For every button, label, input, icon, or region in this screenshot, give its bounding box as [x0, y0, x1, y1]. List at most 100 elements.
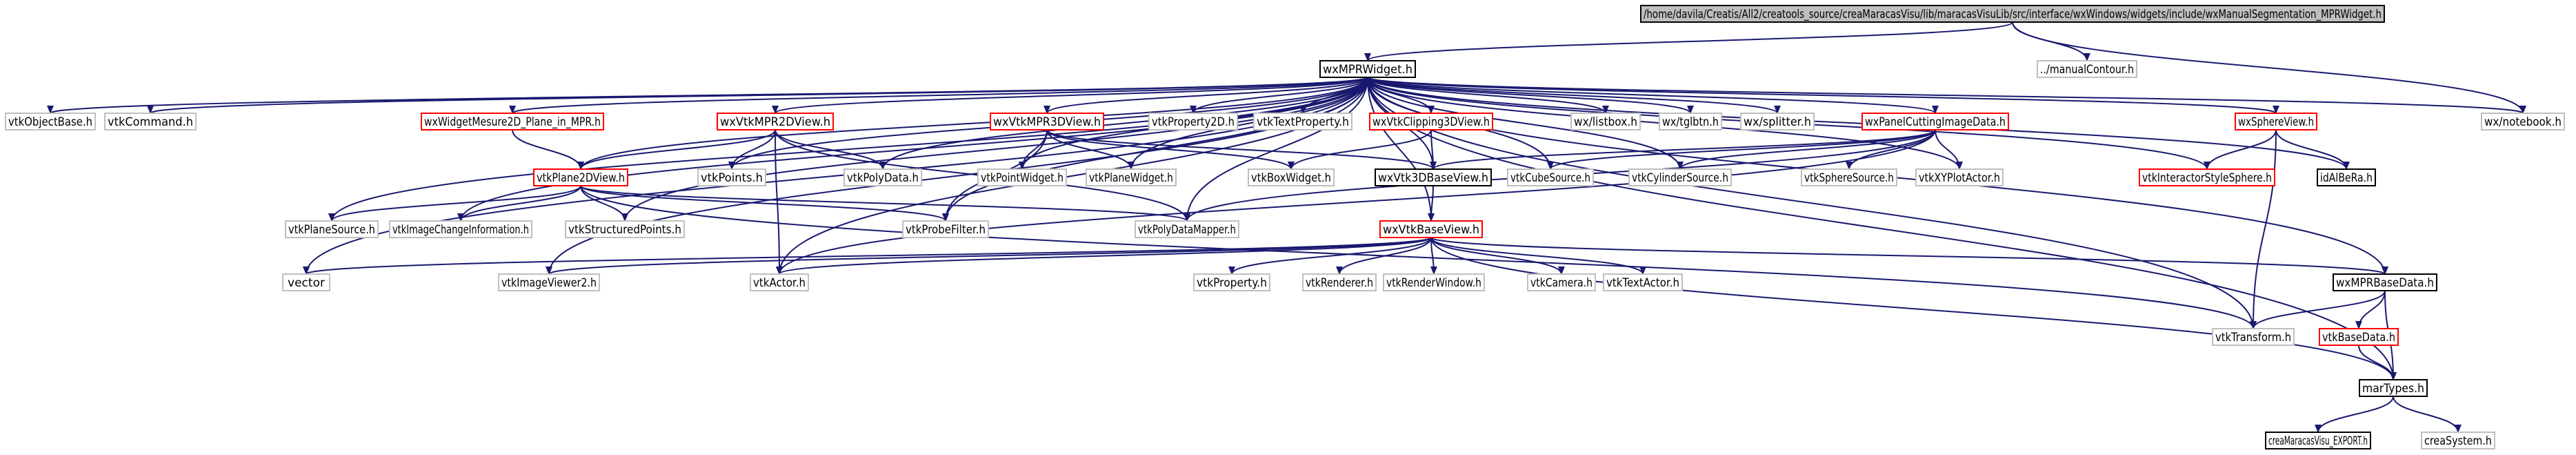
- node-points: vtkPoints.h: [697, 168, 766, 186]
- node-basedata[interactable]: vtkBaseData.h: [2319, 328, 2399, 346]
- node-property: vtkProperty.h: [1193, 273, 1270, 291]
- node-box: [1507, 168, 1594, 186]
- edge-mpr2d-to-polydata: [775, 129, 886, 170]
- node-label: wx/notebook.h: [2484, 115, 2562, 129]
- node-label: creaSystem.h: [2424, 434, 2492, 448]
- edge-mpr-to-splitter: [1367, 77, 1781, 114]
- edge-mesure-to-plane2d: [512, 129, 584, 170]
- node-box: [2139, 168, 2275, 186]
- node-label: vtkObjectBase.h: [8, 115, 92, 129]
- node-box: [2235, 113, 2317, 130]
- node-manual: ../manualContour.h: [2037, 60, 2137, 78]
- node-cutting[interactable]: wxPanelCuttingImageData.h: [1861, 113, 2009, 130]
- node-box: [1659, 113, 1722, 130]
- node-clip3d[interactable]: wxVtkClipping3DView.h: [1369, 113, 1493, 130]
- edge-mpr3d-to-base3d: [1046, 129, 1437, 170]
- edge-mpr3d-to-planewidget: [1046, 129, 1135, 170]
- node-label: wxVtk3DBaseView.h: [1378, 171, 1488, 185]
- edge-baseview-to-renderer: [1336, 237, 1432, 275]
- edge-mpr-to-notebook: [1367, 77, 2526, 114]
- node-label: wxVtkBaseView.h: [1383, 223, 1479, 237]
- node-box: [1915, 168, 2004, 186]
- node-mpr[interactable]: wxMPRWidget.h: [1319, 60, 1416, 78]
- node-label: /home/davila/Creatis/All2/creatools_sour…: [1644, 8, 2382, 21]
- node-label: vtkPointWidget.h: [981, 171, 1064, 185]
- node-mprbase[interactable]: wxMPRBaseData.h: [2333, 273, 2437, 291]
- node-root[interactable]: /home/davila/Creatis/All2/creatools_sour…: [1640, 5, 2385, 23]
- edge-plane2d-to-imgchange: [457, 185, 581, 222]
- node-box: [843, 168, 922, 186]
- edge-sphereview-to-interstyle: [2204, 129, 2277, 170]
- node-label: vtkProbeFilter.h: [906, 223, 986, 237]
- node-mpr2d[interactable]: wxVtkMPR2DView.h: [717, 113, 834, 130]
- edge-mpr-to-cylsrc: [1367, 77, 1684, 170]
- node-label: vtkPoints.h: [701, 171, 763, 185]
- node-mpr3d[interactable]: wxVtkMPR3DView.h: [990, 113, 1104, 130]
- node-box: [1383, 273, 1485, 291]
- edge-mpr-to-structpts: [621, 77, 1368, 222]
- node-label: vtkStructuredPoints.h: [568, 223, 681, 237]
- edge-baseview-to-martypes: [1430, 237, 2397, 380]
- node-label: idAlBeRa.h: [2320, 171, 2373, 185]
- node-box: [1603, 273, 1683, 291]
- node-label: wxVtkMPR2DView.h: [720, 115, 830, 129]
- node-box: [1193, 273, 1270, 291]
- edge-cutting-to-xyplot: [1935, 129, 1963, 170]
- edge-plane2d-to-structpts: [580, 185, 628, 222]
- node-sphereview[interactable]: wxSphereView.h: [2235, 113, 2317, 130]
- node-planesrc: vtkPlaneSource.h: [285, 220, 379, 238]
- edge-mpr3d-to-boxwidget: [1046, 129, 1295, 170]
- edge-plane2d-to-probe: [580, 185, 949, 222]
- node-idalbera[interactable]: idAlBeRa.h: [2317, 168, 2376, 186]
- node-label: wxVtkClipping3DView.h: [1372, 115, 1490, 129]
- node-spheresrc: vtkSphereSource.h: [1801, 168, 1897, 186]
- edge-mpr-to-mapper: [1184, 77, 1368, 222]
- nodes-layer: /home/davila/Creatis/All2/creatools_sour…: [5, 5, 2565, 449]
- node-label: creaMaracasVisu_EXPORT.h: [2268, 434, 2368, 448]
- node-label: vtkImageViewer2.h: [501, 276, 597, 290]
- node-box: [717, 113, 834, 130]
- edge-root-to-notebook: [2012, 21, 2526, 114]
- node-pointwidget: vtkPointWidget.h: [977, 168, 1067, 186]
- node-label: vtkCylinderSource.h: [1632, 171, 1728, 185]
- node-box: [104, 113, 197, 130]
- node-box: [282, 273, 330, 291]
- edge-mpr-to-imgchange: [457, 77, 1368, 222]
- edge-cutting-to-cylsrc: [1677, 129, 1936, 170]
- edge-mpr-to-tglbtn: [1367, 77, 1694, 114]
- edge-mprbase-to-basedata: [2355, 290, 2386, 329]
- node-label: ../manualContour.h: [2040, 63, 2134, 77]
- node-label: vtkCommand.h: [108, 115, 193, 129]
- node-export[interactable]: creaMaracasVisu_EXPORT.h: [2265, 432, 2371, 449]
- node-plane2d[interactable]: vtkPlane2DView.h: [533, 168, 628, 186]
- node-label: wx/tglbtn.h: [1662, 115, 1719, 129]
- edge-root-to-mpr: [1364, 21, 2013, 61]
- node-martypes[interactable]: marTypes.h: [2359, 379, 2428, 397]
- node-box: [1302, 273, 1377, 291]
- node-label: vtkActor.h: [753, 276, 806, 290]
- node-box: [1861, 113, 2009, 130]
- node-base3d[interactable]: wxVtk3DBaseView.h: [1375, 168, 1492, 186]
- edge-baseview-to-actor: [776, 237, 1432, 275]
- node-label: vtkInteractorStyleSphere.h: [2142, 171, 2272, 185]
- node-label: vtkRenderer.h: [1306, 276, 1373, 290]
- node-structpts: vtkStructuredPoints.h: [565, 220, 685, 238]
- node-viewer2: vtkImageViewer2.h: [498, 273, 600, 291]
- edge-cutting-to-cubesrc: [1547, 129, 1936, 170]
- node-label: vtkPlaneSource.h: [288, 223, 375, 237]
- node-label: wxVtkMPR3DView.h: [993, 115, 1101, 129]
- edge-sphereview-to-transform: [2250, 129, 2277, 329]
- edge-mpr-to-mpr3d: [1044, 77, 1368, 114]
- edge-mpr-to-objbase: [47, 77, 1368, 114]
- node-box: [2319, 328, 2399, 346]
- node-xyplot: vtkXYPlotActor.h: [1915, 168, 2004, 186]
- edge-mpr-to-prop2d: [1190, 77, 1368, 114]
- node-box: [1379, 220, 1483, 238]
- node-mesure[interactable]: wxWidgetMesure2D_Plane_in_MPR.h: [421, 113, 604, 130]
- node-label: wxSphereView.h: [2238, 115, 2314, 129]
- node-box: [285, 220, 379, 238]
- node-label: vtkTransform.h: [2215, 331, 2291, 345]
- node-baseview[interactable]: wxVtkBaseView.h: [1379, 220, 1483, 238]
- edge-mpr-to-listbox: [1367, 77, 1609, 114]
- node-interstyle[interactable]: vtkInteractorStyleSphere.h: [2139, 168, 2275, 186]
